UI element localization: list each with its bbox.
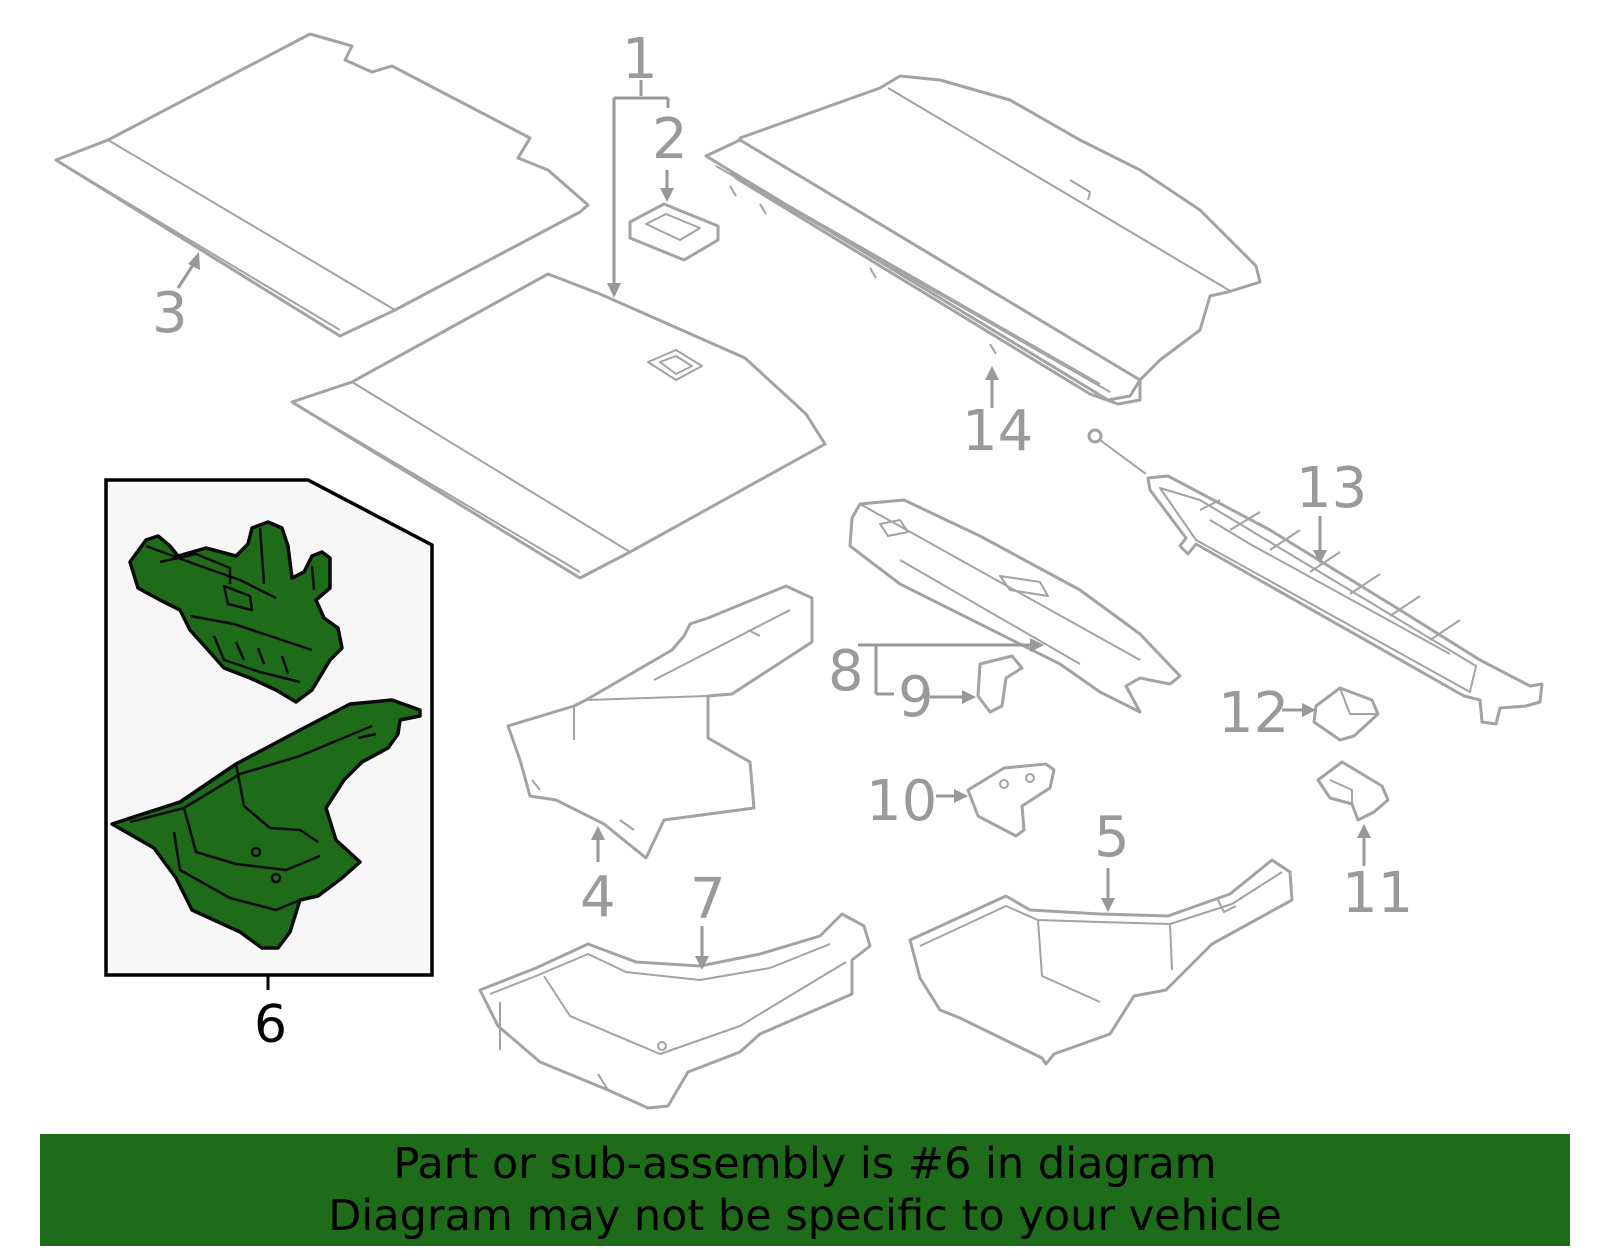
callout-10-label: 10 (866, 769, 937, 834)
part-6-highlight-box[interactable] (104, 478, 434, 977)
part-13-cargo-net (1087, 428, 1544, 726)
banner-line-2: Diagram may not be specific to your vehi… (328, 1191, 1282, 1241)
part-3-floor-cover (54, 32, 590, 338)
callout-12: 12 (1218, 681, 1316, 746)
callout-11-label: 11 (1342, 861, 1413, 926)
callout-10: 10 (866, 769, 968, 834)
part-14-cargo-cover (704, 74, 1262, 406)
callout-13: 13 (1296, 456, 1367, 564)
part-8-sill-trim (848, 498, 1182, 714)
callout-8-label: 8 (828, 639, 864, 704)
callout-6: 6 (254, 976, 287, 1055)
callout-11: 11 (1342, 824, 1413, 926)
part-1-load-floor (290, 272, 827, 580)
callout-9-label: 9 (898, 665, 934, 730)
part-9-clip (976, 654, 1024, 714)
part-5-storage-tray (908, 858, 1294, 1066)
callout-2-label: 2 (652, 107, 688, 172)
part-12-bracket (1312, 686, 1380, 742)
part-4-side-trim (506, 584, 814, 860)
callout-4: 4 (580, 826, 616, 930)
callout-7-label: 7 (690, 867, 726, 932)
callout-12-label: 12 (1218, 681, 1289, 746)
callout-7: 7 (690, 867, 726, 970)
info-banner: Part or sub-assembly is #6 in diagram Di… (40, 1134, 1570, 1246)
callout-5: 5 (1094, 805, 1130, 912)
callout-4-label: 4 (580, 865, 616, 930)
callout-13-label: 13 (1296, 456, 1367, 521)
part-10-bracket (966, 762, 1056, 838)
callout-14-label: 14 (962, 399, 1033, 464)
callout-1-2: 1 2 (607, 27, 688, 298)
callout-6-label: 6 (254, 995, 287, 1055)
callout-5-label: 5 (1094, 805, 1130, 870)
callout-3: 3 (152, 252, 200, 346)
part-7-storage-tray (478, 912, 872, 1110)
banner-line-1: Part or sub-assembly is #6 in diagram (393, 1139, 1217, 1189)
part-11-bracket (1316, 760, 1390, 822)
callout-3-label: 3 (152, 281, 188, 346)
callout-8-9: 8 9 (828, 638, 1044, 730)
part-2-handle (628, 202, 720, 262)
callout-1-label: 1 (622, 27, 658, 92)
callout-14: 14 (962, 366, 1033, 464)
